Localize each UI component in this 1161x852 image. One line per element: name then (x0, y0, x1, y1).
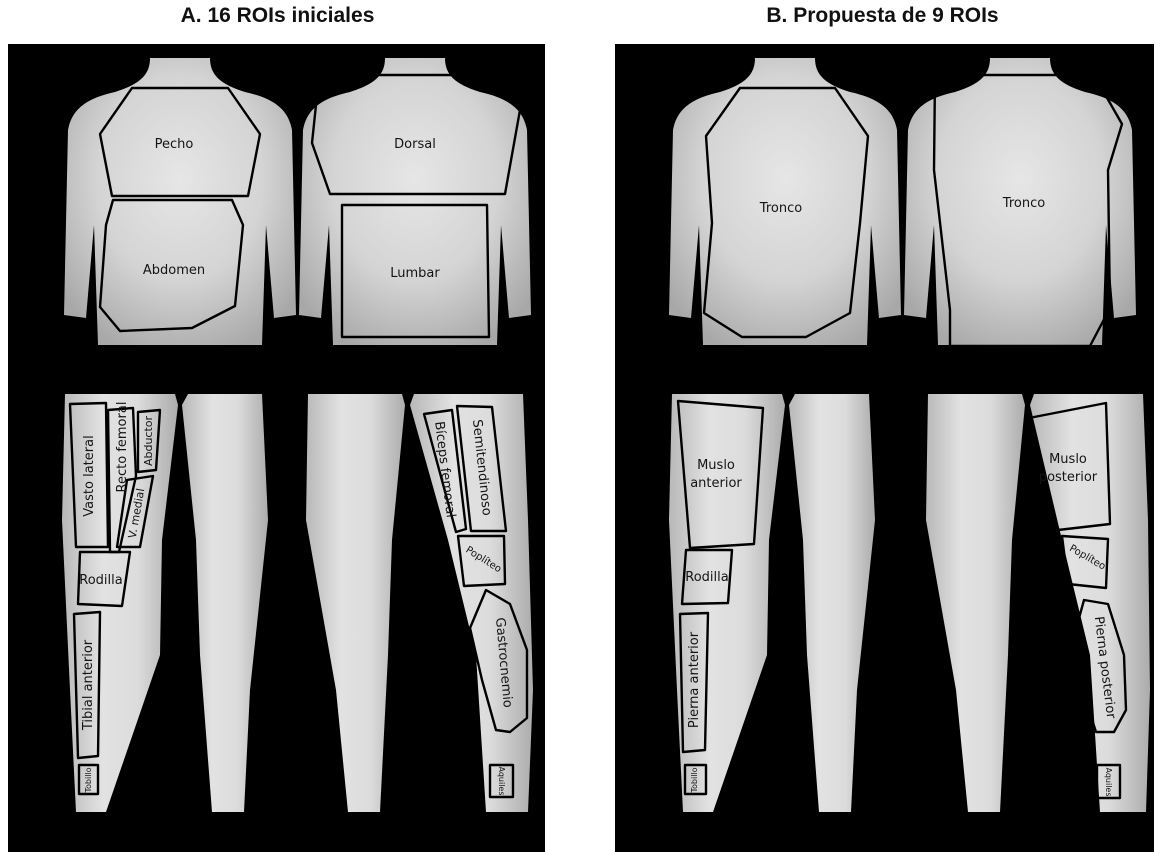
label-tibial-anterior: Tibial anterior (81, 639, 96, 731)
label-tobillo: Tobillo (84, 767, 93, 793)
label-b-pierna-anterior: Pierna anterior (687, 631, 702, 728)
front-torso-body (64, 58, 296, 345)
label-b-rodilla: Rodilla (685, 570, 728, 585)
label-b-tobillo: Tobillo (690, 767, 699, 793)
label-vasto-lateral: Vasto lateral (82, 435, 97, 516)
label-b-tronco-front: Tronco (759, 201, 802, 216)
label-abductor: Abductor (142, 415, 155, 466)
label-rodilla: Rodilla (79, 573, 122, 588)
label-dorsal: Dorsal (394, 137, 436, 152)
back-torso-body (299, 58, 531, 345)
label-lumbar: Lumbar (390, 266, 440, 281)
label-b-muslo-anterior-1: Muslo (697, 458, 735, 473)
label-aquiles: Aquiles (497, 766, 506, 795)
label-b-muslo-anterior-2: anterior (690, 476, 742, 491)
label-pecho: Pecho (155, 137, 194, 152)
label-b-aquiles: Aquiles (1104, 767, 1113, 796)
label-b-muslo-posterior-2: posterior (1039, 470, 1098, 485)
label-b-tronco-back: Tronco (1002, 196, 1045, 211)
label-abdomen: Abdomen (143, 263, 205, 278)
label-b-muslo-posterior-1: Muslo (1049, 452, 1087, 467)
label-recto-femoral: Recto femoral (115, 402, 130, 493)
